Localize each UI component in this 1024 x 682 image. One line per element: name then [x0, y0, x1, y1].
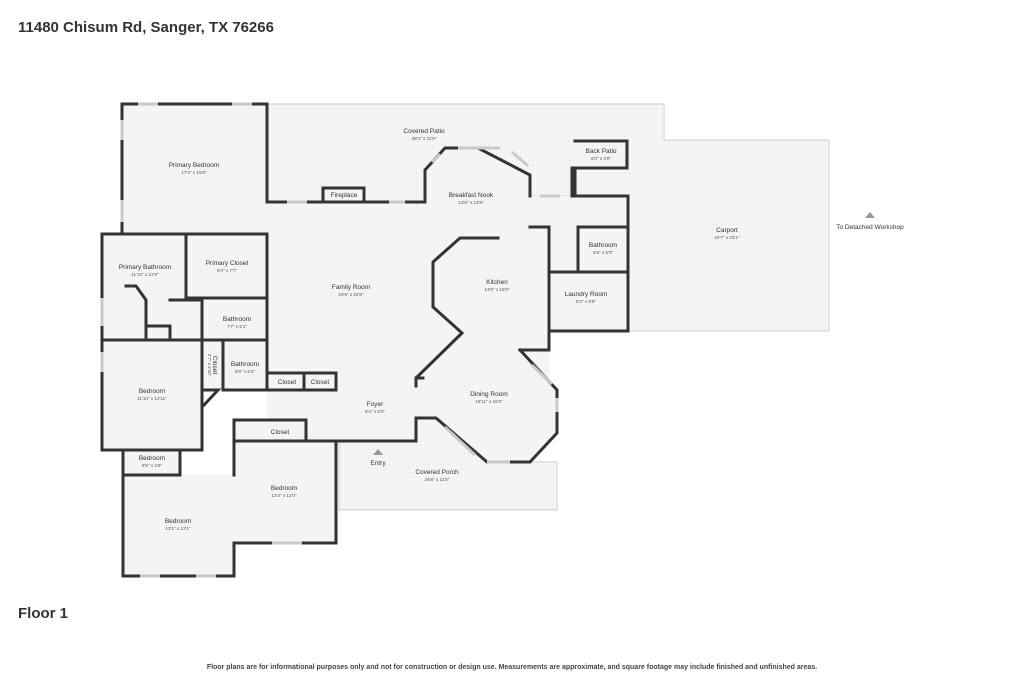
bedroom-southwest-label: Bedroom — [165, 518, 191, 525]
fireplace-label: Fireplace — [331, 192, 358, 199]
entry-label: Entry — [370, 460, 386, 467]
covered-porch-dims: 26'8" x 11'5" — [425, 477, 450, 482]
breakfast-nook-dims: 13'8" x 13'9" — [458, 200, 484, 205]
kitchen-label: Kitchen — [486, 279, 508, 286]
primary-bedroom-label: Primary Bedroom — [169, 162, 220, 169]
dining-room-label: Dining Room — [470, 391, 508, 398]
closet-a-label: Closet — [278, 379, 297, 386]
bedroom-southwest-dims: 13'1" x 12'1" — [165, 526, 191, 531]
address-title: 11480 Chisum Rd, Sanger, TX 76266 — [18, 19, 274, 36]
bedroom-tiny-label: Bedroom — [139, 455, 165, 462]
breakfast-nook-label: Breakfast Nook — [449, 192, 494, 199]
closet-vertical-label: Closet — [211, 356, 218, 375]
to-detached-workshop-label: To Detached Workshop — [836, 224, 904, 231]
workshop-arrow-icon — [865, 212, 875, 218]
foyer-dims: 9'4" x 8'0" — [365, 409, 385, 414]
laundry-room-dims: 9'3" x 8'8" — [576, 299, 596, 304]
closet-c-label: Closet — [271, 429, 290, 436]
foyer-label: Foyer — [367, 401, 384, 408]
family-room-dims: 23'9" x 20'8" — [338, 292, 364, 297]
windows — [100, 102, 560, 578]
carport-dims: 24'7" x 23'1" — [714, 235, 740, 240]
closet-b-label: Closet — [311, 379, 330, 386]
covered-porch-label: Covered Porch — [415, 469, 459, 476]
room-labels: Covered Patio 48'3" x 11'9" Primary Bedr… — [119, 128, 904, 531]
laundry-room-label: Laundry Room — [565, 291, 608, 298]
dining-room-dims: 16'11" x 15'3" — [475, 399, 503, 404]
bathroom-small-label: Bathroom — [231, 361, 259, 368]
primary-closet-label: Primary Closet — [206, 260, 249, 267]
bathroom-hall-dims: 7'7" x 5'1" — [227, 324, 247, 329]
bedroom-west-label: Bedroom — [139, 388, 165, 395]
bedroom-tiny-dims: 6'9" x 2'8" — [142, 463, 162, 468]
covered-patio-label: Covered Patio — [403, 128, 445, 135]
bathroom-east-label: Bathroom — [589, 242, 617, 249]
closet-vertical-dims: 2'7" x 4'10" — [207, 354, 212, 377]
back-patio-label: Back Patio — [585, 148, 616, 155]
back-patio-dims: 6'0" x 3'0" — [591, 156, 611, 161]
covered-patio-dims: 48'3" x 11'9" — [412, 136, 437, 141]
carport-label: Carport — [716, 227, 738, 234]
bathroom-east-dims: 5'8" x 5'0" — [593, 250, 613, 255]
back-patio-area — [575, 141, 627, 168]
entry-arrow-icon — [373, 449, 383, 455]
primary-bathroom-dims: 11'10" x 12'9" — [131, 272, 159, 277]
family-room-label: Family Room — [332, 284, 370, 291]
bedroom-west-dims: 11'10" x 12'11" — [137, 396, 167, 401]
bedroom-center-dims: 12'4" x 12'0" — [271, 493, 297, 498]
bathroom-hall-label: Bathroom — [223, 316, 251, 323]
bathroom-small-dims: 5'8" x 5'4" — [235, 369, 255, 374]
walls — [100, 102, 630, 578]
primary-closet-dims: 9'4" x 7'7" — [217, 268, 237, 273]
primary-bathroom-label: Primary Bathroom — [119, 264, 171, 271]
floor-label: Floor 1 — [18, 605, 69, 622]
disclaimer: Floor plans are for informational purpos… — [206, 664, 818, 671]
primary-bedroom-dims: 17'4" x 15'8" — [181, 170, 207, 175]
kitchen-dims: 13'6" x 15'0" — [484, 287, 510, 292]
bedroom-center-label: Bedroom — [271, 485, 297, 492]
